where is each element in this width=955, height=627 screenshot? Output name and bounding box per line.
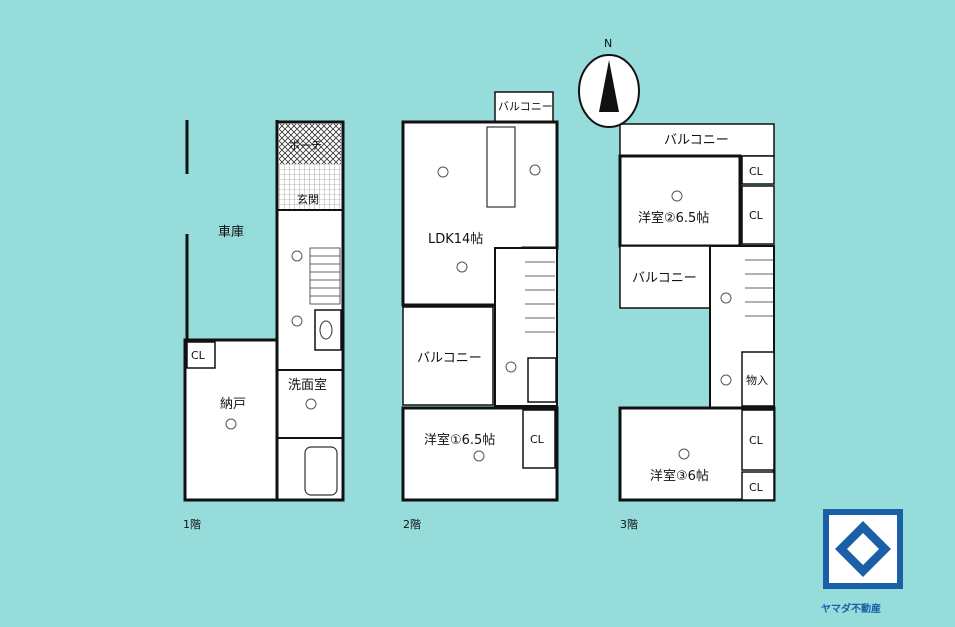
closet [186,341,216,369]
label-room-2: 洋室②6.5帖 [638,210,709,226]
compass: N [578,37,640,128]
label-closet-1f: CL [191,349,206,362]
label-room-1: 洋室①6.5帖 [424,432,495,448]
label-washroom: 洗面室 [288,377,327,393]
label-balcony-2f: バルコニー [417,351,482,366]
stairs-2f [525,261,555,333]
label-storage: 納戸 [220,397,246,412]
label-entrance: 玄関 [297,192,319,206]
closet-3f-d [741,471,775,501]
floor-tag-1: 1階 [183,517,201,531]
balcony [402,306,494,406]
label-closet-3f-d: CL [749,481,764,494]
label-balcony-top-3f: バルコニー [664,133,729,148]
logo-text: ヤマダ不動産 [821,602,881,615]
label-closet-3f-c: CL [749,434,764,447]
porch-area [279,124,341,164]
north-arrow-icon [599,60,619,112]
toilet-2f [527,357,557,403]
label-porch: ポーチ [289,139,322,152]
label-balcony-top-2f: バルコニー [498,100,553,113]
label-garage: 車庫 [218,225,244,240]
room-2 [618,154,742,248]
closet-3f-b [741,185,775,245]
kitchen-counter [486,126,516,208]
balcony-top [494,91,554,123]
floor-tag-3: 3階 [620,517,638,531]
label-storage-3f: 物入 [746,373,768,387]
balcony-3f-mid [619,245,711,309]
label-room-3: 洋室③6帖 [650,468,709,484]
storage-3f [741,351,775,407]
stairs-3f [745,259,773,317]
label-balcony-3f-mid: バルコニー [632,271,697,286]
bathtub [304,446,338,496]
closet-3f-c [741,409,775,471]
label-closet-3f-a: CL [749,165,764,178]
toilet [314,309,342,351]
floor-3 [618,123,776,502]
company-logo: ヤマダ不動産 [821,509,903,615]
floor-1 [183,120,345,502]
closet-2f [522,409,556,469]
label-ldk: LDK14帖 [428,232,483,247]
label-closet-2f: CL [530,433,545,446]
label-closet-3f-b: CL [749,209,764,222]
closet-3f-a [741,155,775,185]
entrance-area [279,164,341,210]
floor-tag-2: 2階 [403,517,421,531]
compass-label: N [604,37,612,50]
stairs [309,247,341,305]
floor-2 [401,91,559,502]
